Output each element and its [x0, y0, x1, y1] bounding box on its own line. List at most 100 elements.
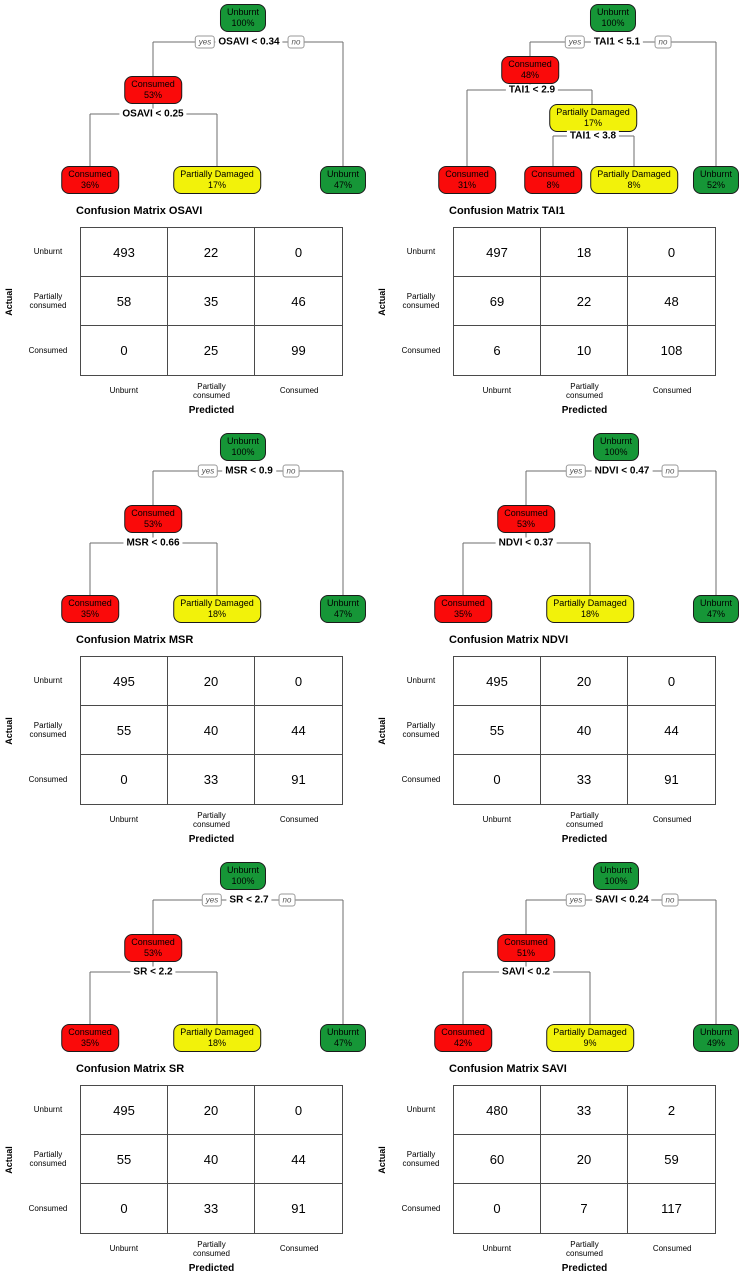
node-percent: 52%: [706, 180, 725, 190]
matrix-cell: 20: [168, 1086, 255, 1135]
decision-tree-savi: Unburnt 100% yes SAVI < 0.24 no Consumed…: [373, 858, 747, 1058]
node-percent: 17%: [207, 180, 227, 190]
matrix-cell: 44: [255, 706, 342, 755]
row-label: Partially consumed: [29, 291, 67, 311]
matrix-cell: 6: [454, 326, 541, 375]
matrix-cell: 40: [541, 706, 628, 755]
matrix-cell: 480: [454, 1086, 541, 1135]
yes-branch-label: yes: [565, 464, 587, 478]
matrix-row-labels: Unburnt Partially consumed Consumed: [18, 227, 78, 376]
matrix-row-labels: Unburnt Partially consumed Consumed: [391, 656, 451, 805]
matrix-grid: 495 20 0 55 40 44 0 33 91: [80, 1085, 343, 1234]
row-label: Partially consumed: [402, 720, 440, 740]
col-label: Unburnt: [109, 1244, 139, 1254]
node-percent: 48%: [520, 70, 539, 80]
matrix-col-labels: Unburnt Partially consumed Consumed: [80, 809, 343, 831]
actual-text: Actual: [376, 287, 387, 316]
tree-leaf-partially-damaged: Partially Damaged 18%: [546, 595, 634, 623]
matrix-cell: 48: [628, 277, 715, 326]
matrix-cell: 91: [664, 772, 679, 787]
tree-node-internal: Consumed 51%: [497, 934, 555, 962]
split-condition-1: SR < 2.7: [226, 894, 272, 906]
matrix-cell: 0: [81, 755, 168, 804]
actual-text: Actual: [376, 716, 387, 745]
node-label: Consumed: [131, 508, 175, 518]
row-label: Unburnt: [33, 247, 63, 257]
matrix-cell: 35: [168, 277, 255, 326]
col-label: Consumed: [279, 815, 319, 825]
panel-tai1: Unburnt 100% yes TAI1 < 5.1 no Consumed …: [373, 0, 747, 429]
node-percent: 100%: [601, 18, 625, 28]
matrix-title: Confusion Matrix SR: [76, 1063, 185, 1075]
matrix-cell: 7: [541, 1184, 628, 1233]
col-label: Consumed: [652, 386, 692, 396]
tree-leaf-unburnt: Unburnt 49%: [692, 1024, 740, 1052]
tree-leaf-unburnt: Unburnt 47%: [319, 166, 367, 194]
matrix-cell: 33: [168, 1184, 255, 1233]
matrix-col-labels: Unburnt Partially consumed Consumed: [453, 1238, 716, 1260]
node-label: Consumed: [131, 937, 175, 947]
node-percent: 47%: [706, 609, 725, 619]
decision-tree-msr: Unburnt 100% yes MSR < 0.9 no Consumed 5…: [0, 429, 373, 629]
matrix-cell: 33: [541, 1086, 628, 1135]
matrix-cell: 497: [454, 228, 541, 277]
node-percent: 100%: [231, 876, 255, 886]
yes-branch-label: yes: [194, 35, 216, 49]
matrix-cell: 0: [81, 326, 168, 375]
actual-axis-label: Actual: [0, 656, 17, 805]
node-percent: 8%: [546, 180, 560, 190]
tree-leaf-unburnt: Unburnt 52%: [692, 166, 740, 194]
node-label: Unburnt: [326, 169, 360, 179]
node-percent: 53%: [516, 519, 535, 529]
row-label: Unburnt: [406, 1105, 436, 1115]
no-branch-label: no: [661, 464, 679, 478]
tree-node-internal: Consumed 53%: [124, 505, 182, 533]
no-branch-label: no: [654, 35, 672, 49]
col-label: Consumed: [652, 1244, 692, 1254]
matrix-cell: 495: [81, 1086, 168, 1135]
node-percent: 100%: [231, 447, 255, 457]
node-label: Consumed: [508, 59, 552, 69]
split-condition-1: TAI1 < 5.1: [590, 36, 644, 48]
actual-axis-label: Actual: [373, 227, 390, 376]
panel-sr: Unburnt 100% yes SR < 2.7 no Consumed 53…: [0, 858, 373, 1287]
tree-leaf-partially-damaged: Partially Damaged 18%: [173, 1024, 261, 1052]
node-percent: 35%: [80, 609, 99, 619]
split-condition-1: MSR < 0.9: [222, 465, 276, 477]
split-condition-1: NDVI < 0.47: [591, 465, 653, 477]
predicted-axis-label: Predicted: [561, 405, 608, 416]
tree-node-root: Unburnt 100%: [219, 4, 267, 32]
row-label: Partially consumed: [402, 291, 440, 311]
node-label: Unburnt: [699, 598, 733, 608]
col-label: Unburnt: [482, 1244, 512, 1254]
split-condition-2: SAVI < 0.2: [499, 966, 553, 978]
tree-leaf-consumed: Consumed 35%: [61, 595, 119, 623]
actual-axis-label: Actual: [373, 1085, 390, 1234]
tree-node-internal: Consumed 53%: [124, 76, 182, 104]
node-label: Partially Damaged: [553, 598, 627, 608]
tree-leaf-consumed: Consumed 35%: [61, 1024, 119, 1052]
tree-node-root: Unburnt 100%: [589, 4, 637, 32]
matrix-cell: 22: [541, 277, 628, 326]
decision-tree-sr: Unburnt 100% yes SR < 2.7 no Consumed 53…: [0, 858, 373, 1058]
tree-node-internal: Consumed 53%: [124, 934, 182, 962]
matrix-cell: 0: [454, 1184, 541, 1233]
row-label: Unburnt: [406, 676, 436, 686]
col-label: Unburnt: [482, 815, 512, 825]
col-label: Partially consumed: [566, 810, 603, 830]
node-label: Consumed: [441, 1027, 485, 1037]
split-condition-1: SAVI < 0.24: [592, 894, 652, 906]
matrix-cell: 117: [661, 1201, 682, 1216]
node-label: Consumed: [445, 169, 489, 179]
no-branch-label: no: [278, 893, 296, 907]
matrix-cell: 59: [628, 1135, 715, 1184]
col-label: Partially consumed: [566, 381, 603, 401]
node-label: Unburnt: [226, 436, 260, 446]
matrix-cell: 20: [168, 657, 255, 706]
node-label: Unburnt: [596, 7, 630, 17]
predicted-axis-label: Predicted: [188, 1263, 235, 1274]
predicted-axis-label: Predicted: [561, 1263, 608, 1274]
node-label: Consumed: [531, 169, 575, 179]
matrix-grid: 497 18 0 69 22 48 6 10 108: [453, 227, 716, 376]
confusion-matrix-ndvi: Confusion Matrix NDVI Actual Unburnt Par…: [373, 629, 747, 858]
